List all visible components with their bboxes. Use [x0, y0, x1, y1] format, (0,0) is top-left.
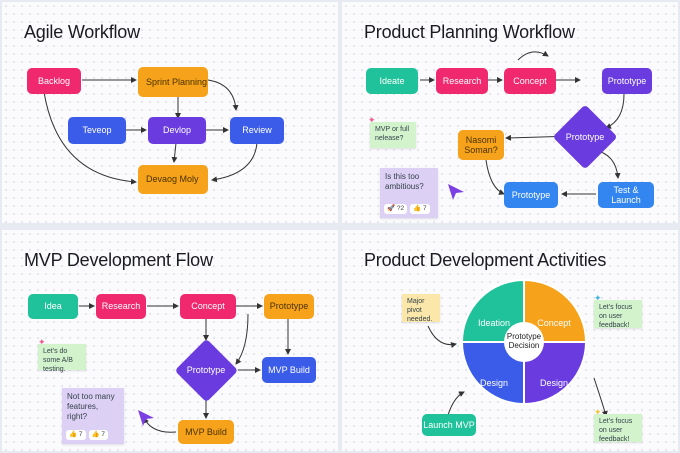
node-prototype-bottom: Prototype — [504, 182, 558, 208]
activities-panel: Product Development Activities Ideation … — [342, 230, 678, 451]
sticky-note-ambitious: Is this too ambitious? 🚀 ?2 👍 7 — [380, 168, 438, 218]
node-test-launch: Test & Launch — [598, 182, 654, 208]
panel-title: Product Planning Workflow — [364, 22, 575, 42]
planning-connectors — [420, 50, 625, 197]
node-backlog: Backlog — [27, 68, 81, 94]
star-icon: ✦ — [594, 293, 602, 303]
planning-workflow-panel: Product Planning Workflow Ideate Researc… — [342, 2, 678, 223]
sticky-note-features: Not too many features, right? 👍 7 👍 7 — [62, 388, 124, 444]
reaction-thumbs-up[interactable]: 👍 7 — [88, 429, 109, 440]
panel-title: Agile Workflow — [24, 22, 140, 42]
node-teveop: Teveop — [68, 117, 126, 144]
reaction-thumbs-up[interactable]: 👍 7 — [66, 429, 86, 440]
note-text: Not too many features, right? — [67, 392, 115, 421]
node-research: Research — [436, 68, 488, 94]
panel-title: Product Development Activities — [364, 250, 607, 270]
sticky-note-feedback-top: Let's focus on user feedback! — [594, 300, 642, 329]
node-mvp-build-right: MVP Build — [262, 357, 316, 383]
node-prototype-diamond: Prototype — [552, 104, 618, 170]
node-research: Research — [96, 294, 146, 319]
agile-workflow-panel: Agile Workflow Backlog Sprint Planning T… — [2, 2, 338, 223]
segment-design-right — [523, 341, 588, 406]
node-mvp-build-bottom: MVP Build — [178, 420, 234, 444]
cursor-icon — [448, 184, 464, 200]
note-text: Is this too ambitious? — [385, 172, 424, 191]
segment-concept — [523, 278, 588, 343]
reactions: 🚀 ?2 👍 7 — [384, 203, 430, 214]
label-concept: Concept — [537, 318, 571, 328]
segment-ideation — [460, 278, 525, 343]
node-devaog-moly: Devaog Moly — [138, 165, 208, 194]
sticky-note-pivot: Major pivot needed. — [402, 294, 440, 323]
node-sprint-planning: Sprint Planning — [138, 67, 208, 97]
node-ideate: Ideate — [366, 68, 418, 94]
activities-wheel — [427, 278, 613, 423]
star-icon: ✦ — [368, 115, 376, 125]
node-prototype: Prototype — [264, 294, 314, 319]
node-concept: Concept — [180, 294, 236, 319]
sticky-note-feedback-bottom: Let's focus on user feedback! — [594, 414, 642, 443]
node-prototype-top: Prototype — [602, 68, 652, 94]
node-idea: Idea — [28, 294, 78, 319]
reaction-rocket[interactable]: 🚀 ?2 — [384, 203, 408, 214]
star-icon: ✦ — [38, 337, 46, 347]
label-ideation: Ideation — [477, 318, 511, 328]
cursor-icon — [138, 410, 154, 426]
panel-title: MVP Development Flow — [24, 250, 213, 270]
sticky-note-ab: Let's do some A/B testing. — [38, 344, 86, 373]
node-prototype-diamond: Prototype — [174, 338, 238, 402]
node-concept: Concept — [504, 68, 556, 94]
star-icon: ✦ — [594, 407, 602, 417]
node-devlop: Devlop — [148, 117, 206, 144]
mvp-flow-panel: MVP Development Flow Idea Research Conce… — [2, 230, 338, 451]
node-launch-mvp: Launch MVP — [422, 414, 476, 436]
label-design-left: Design — [479, 378, 508, 388]
node-nasomi-soman: Nasomi Soman? — [458, 130, 504, 160]
agile-connectors — [43, 67, 258, 185]
label-design-right: Design — [539, 378, 568, 388]
node-review: Review — [230, 117, 284, 144]
segment-design-left — [460, 341, 525, 406]
hub-prototype-decision: Prototype Decision — [504, 322, 544, 362]
sticky-note-mvp: MVP or full nelease? — [370, 122, 416, 148]
reaction-thumbs-up[interactable]: 👍 7 — [410, 203, 430, 214]
reactions: 👍 7 👍 7 — [66, 429, 109, 440]
